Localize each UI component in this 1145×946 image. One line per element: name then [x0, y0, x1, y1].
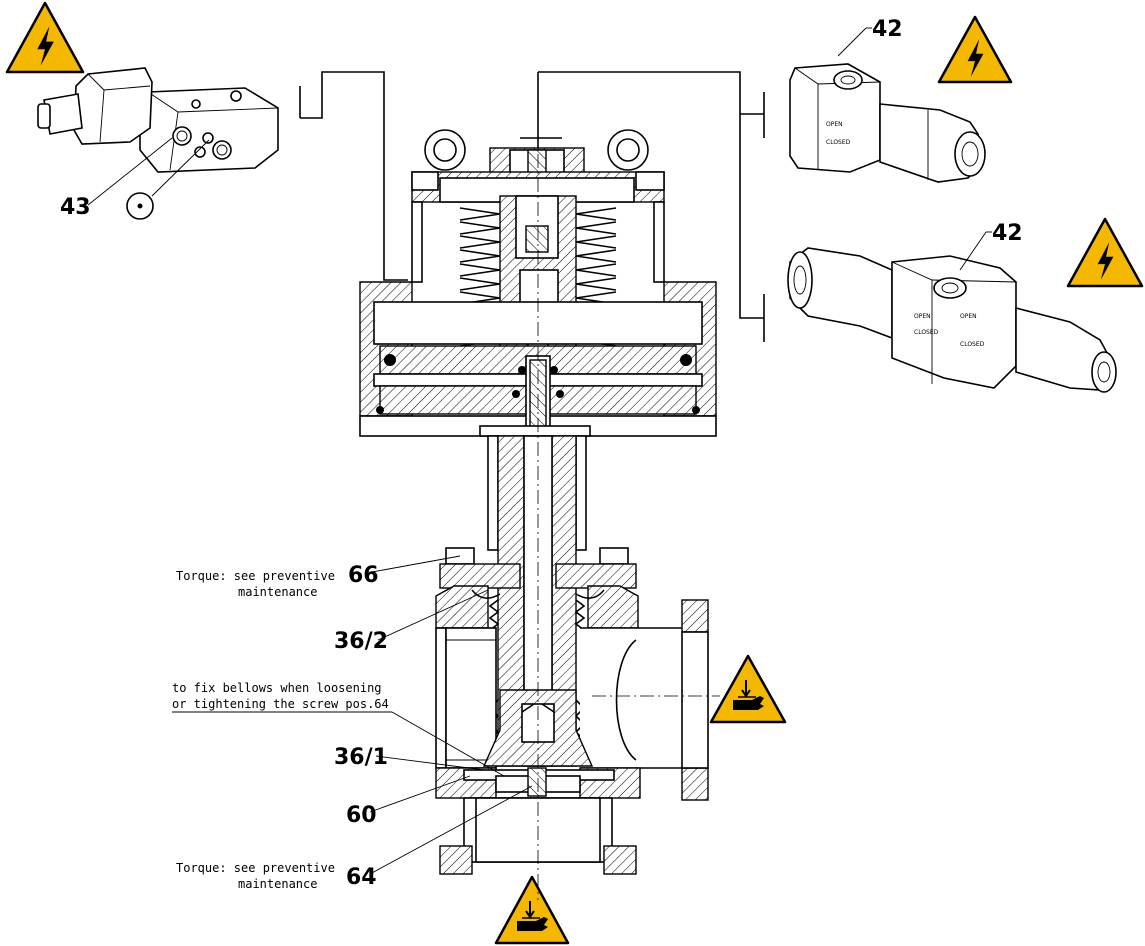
valve-cross-section [359, 129, 720, 900]
high-voltage-warning-icon [1066, 217, 1144, 288]
torque-note-64-line2: maintenance [238, 877, 317, 891]
callout-60: 60 [346, 803, 377, 828]
torque-note-66-line2: maintenance [238, 585, 317, 599]
callout-43: 43 [60, 195, 91, 220]
callout-42-bottom: 42 [992, 221, 1023, 246]
bellows-note-line2: or tightening the screw pos.64 [172, 697, 389, 711]
open-label: OPEN [914, 313, 931, 320]
closed-label: CLOSED [826, 139, 851, 146]
closed-label: CLOSED [914, 329, 939, 336]
hand-crush-warning-icon [709, 654, 787, 724]
open-label: OPEN [960, 313, 977, 320]
position-indicator-top: OPEN CLOSED [789, 63, 986, 183]
closed-label: CLOSED [960, 341, 985, 348]
callout-64: 64 [346, 865, 377, 890]
hand-crush-warning-icon [494, 875, 570, 945]
callout-36-2: 36/2 [334, 629, 388, 654]
open-label: OPEN [826, 121, 843, 128]
callout-42-top: 42 [872, 17, 903, 42]
torque-note-66-line1: Torque: see preventive [176, 569, 335, 583]
callout-66: 66 [348, 563, 379, 588]
callout-leaders [172, 555, 533, 875]
plug-symbol [126, 192, 154, 220]
solenoid-valve [37, 67, 279, 173]
torque-note-64-line1: Torque: see preventive [176, 861, 335, 875]
callout-36-1: 36/1 [334, 745, 388, 770]
position-indicator-bottom: OPEN CLOSED OPEN CLOSED [787, 247, 1117, 393]
high-voltage-warning-icon [937, 15, 1013, 84]
bellows-note-line1: to fix bellows when loosening [172, 681, 382, 695]
high-voltage-warning-icon [5, 1, 85, 74]
